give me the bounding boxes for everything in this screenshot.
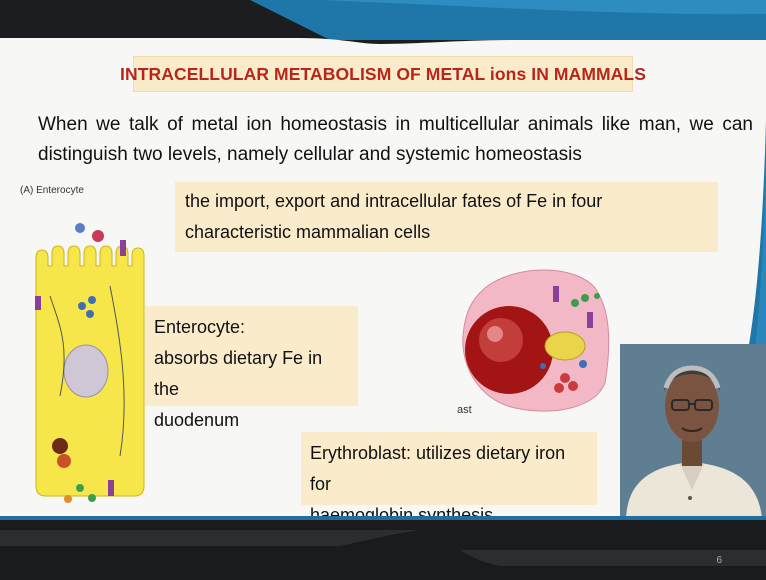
erythroblast-diagram	[455, 258, 615, 418]
slide-number: 6	[716, 555, 722, 566]
top-decoration	[0, 0, 766, 44]
erythroblast-note: Erythroblast: utilizes dietary iron for …	[301, 432, 597, 505]
enterocyte-diagram	[20, 196, 160, 506]
import-export-note-text: the import, export and intracellular fat…	[185, 191, 602, 242]
enterocyte-note-line1: Enterocyte:	[154, 312, 349, 343]
erythroblast-label-fragment: ast	[457, 404, 472, 416]
enterocyte-figure-caption: (A) Enterocyte	[20, 185, 84, 196]
presenter-video	[620, 344, 766, 518]
enterocyte-note-line2: absorbs dietary Fe in the	[154, 343, 349, 405]
erythroblast-note-line1: Erythroblast: utilizes dietary iron for	[310, 438, 588, 500]
bottom-bar	[0, 520, 766, 580]
slide-title: INTRACELLULAR METABOLISM OF METAL ions I…	[120, 64, 646, 85]
enterocyte-note: Enterocyte: absorbs dietary Fe in the du…	[145, 306, 358, 406]
slide-title-box: INTRACELLULAR METABOLISM OF METAL ions I…	[133, 56, 633, 92]
